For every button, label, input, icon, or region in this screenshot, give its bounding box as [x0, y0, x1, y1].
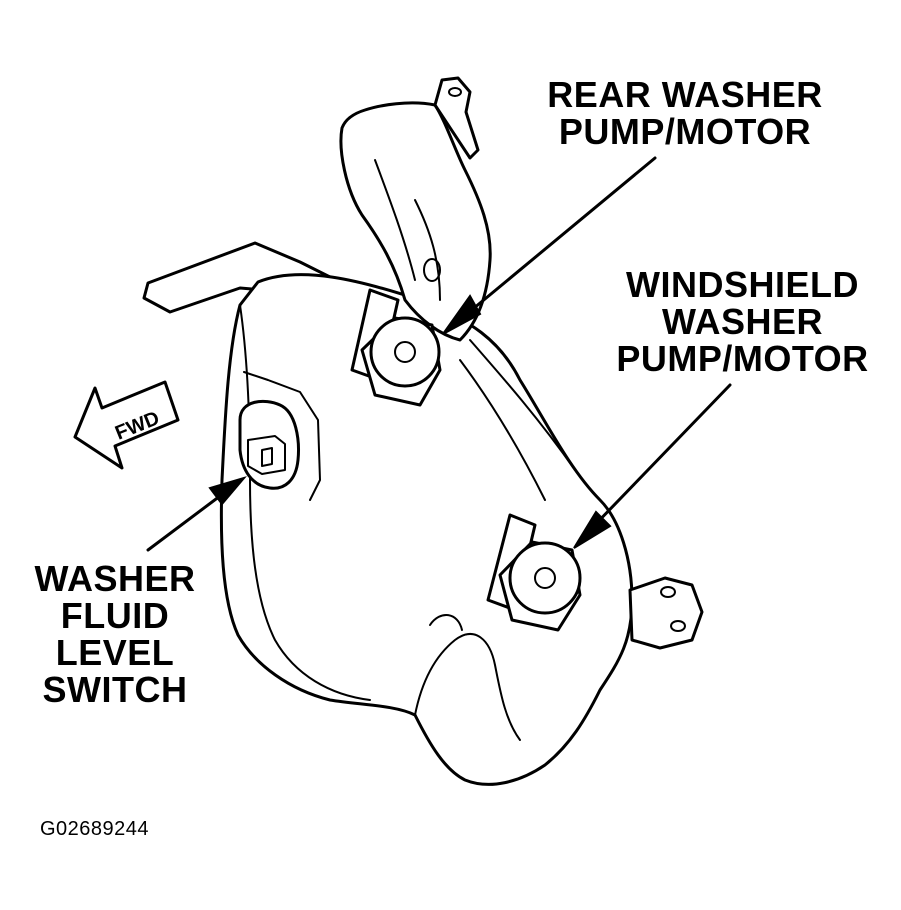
leader-level-switch [146, 476, 247, 552]
label-washer-fluid-level-switch: WASHER FLUID LEVEL SWITCH [30, 560, 200, 708]
reservoir-recess [243, 371, 321, 501]
leader-windshield-pump [573, 383, 732, 549]
right-ear-hole-bottom [670, 620, 686, 632]
washer-fluid-level-switch [238, 399, 300, 490]
right-ear-hole-top [660, 586, 676, 598]
reservoir-rib [459, 339, 576, 501]
label-line: WASHER [661, 301, 823, 342]
right-mount-ear [628, 576, 704, 650]
rear-washer-pump-motor [350, 288, 442, 407]
top-tab-hole [448, 87, 462, 97]
reservoir-body [219, 273, 634, 786]
label-line: PUMP/MOTOR [558, 111, 812, 152]
label-line: SWITCH [42, 669, 188, 710]
label-windshield-washer-pump-motor: WINDSHIELD WASHER PUMP/MOTOR [615, 266, 870, 377]
label-line: FLUID [60, 595, 170, 636]
top-mount-tab [433, 76, 480, 160]
filler-neck [339, 101, 492, 342]
reservoir-side-contour [239, 304, 371, 701]
fwd-arrow: FWD [73, 380, 180, 470]
label-line: PUMP/MOTOR [616, 338, 869, 379]
neck-nub [423, 258, 441, 282]
reservoir-lower-contour [414, 633, 521, 741]
label-line: REAR WASHER [547, 74, 823, 115]
label-rear-washer-pump-motor: REAR WASHER PUMP/MOTOR [545, 76, 825, 150]
leader-rear-pump [442, 156, 657, 335]
label-line: LEVEL [55, 632, 175, 673]
label-line: WINDSHIELD [626, 264, 859, 305]
label-line: WASHER [34, 558, 196, 599]
reservoir-dimple [429, 614, 463, 631]
filler-neck-inner [374, 159, 441, 301]
figure-id: G02689244 [40, 818, 150, 840]
windshield-washer-pump-motor [486, 513, 582, 632]
